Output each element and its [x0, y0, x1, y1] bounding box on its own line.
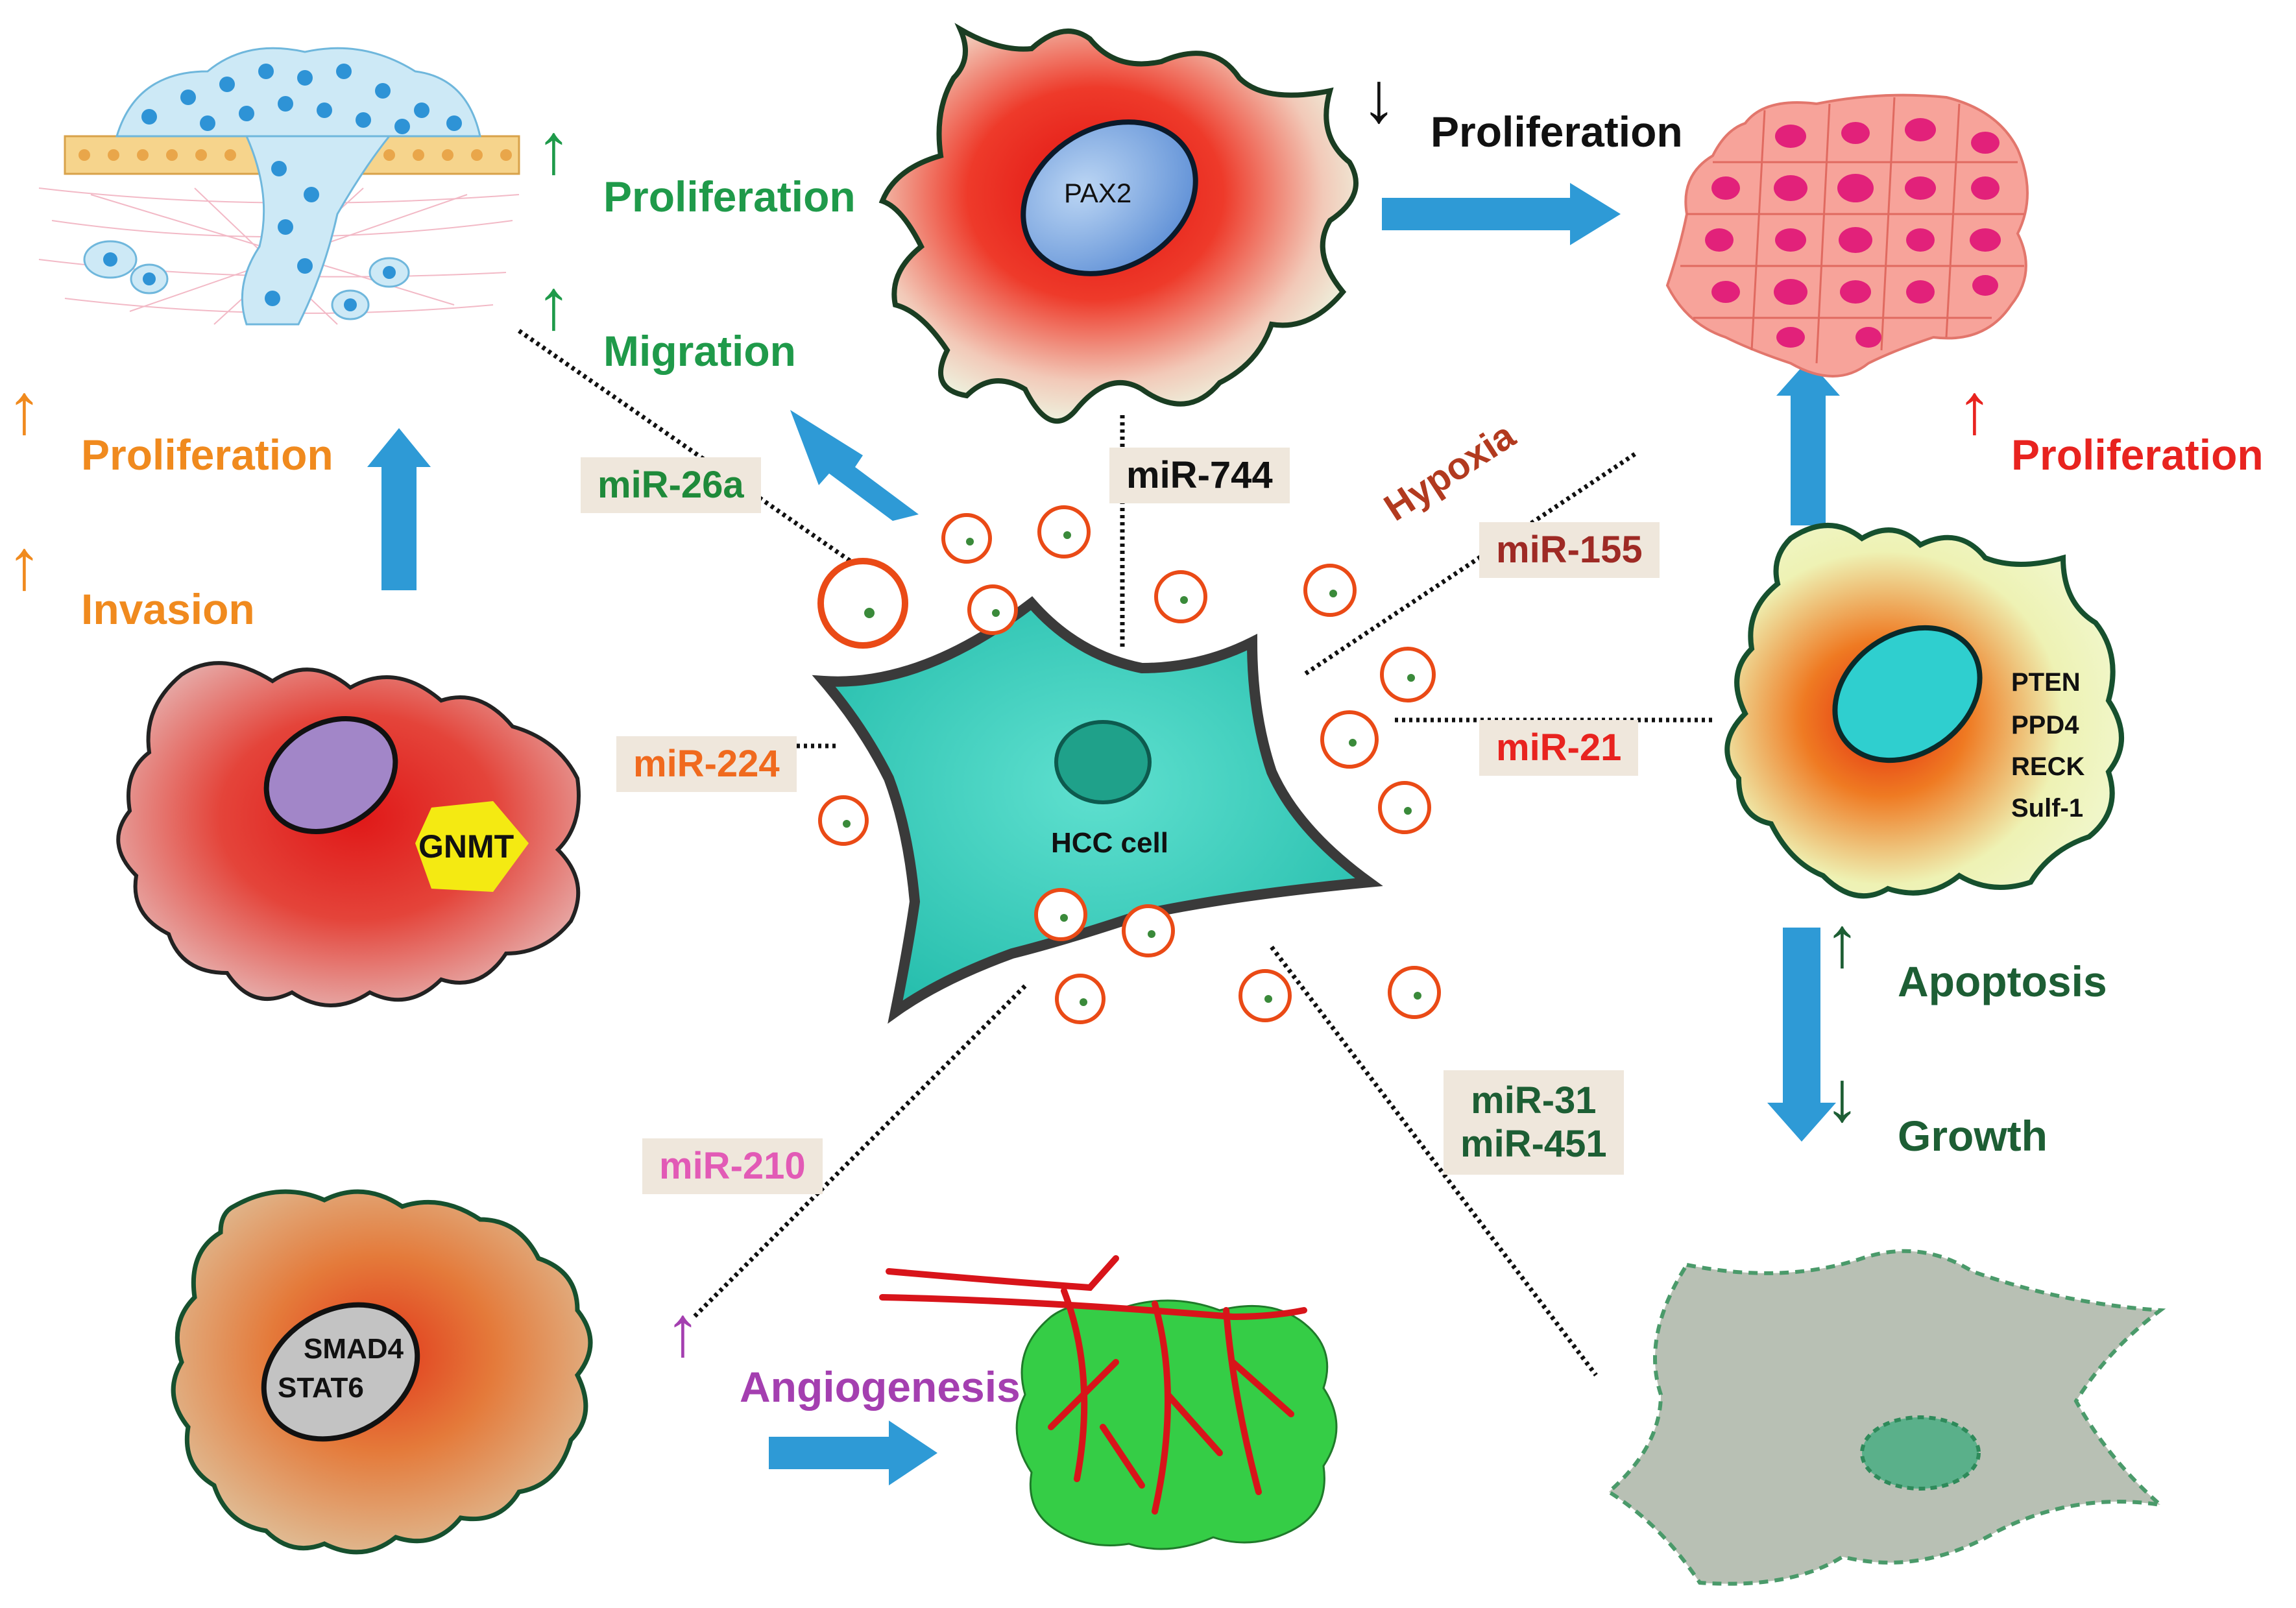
label-angiogenesis: Angiogenesis: [740, 1365, 1021, 1408]
arrow-to-migration: [790, 410, 919, 521]
apoptotic-cell-image: [1609, 1251, 2160, 1584]
proliferating-tissue-image: [1667, 95, 2027, 376]
up-arrow-icon: ↑: [536, 269, 572, 341]
label-stat6: STAT6: [278, 1374, 364, 1402]
down-arrow-icon: ↓: [1361, 62, 1397, 134]
up-arrow-icon: ↑: [6, 529, 42, 601]
mirna-31-451-badge: miR-31 miR-451: [1444, 1070, 1624, 1175]
label-proliferation-right: Proliferation: [2011, 433, 2264, 476]
smad4-stat6-cell: [173, 1192, 590, 1552]
mirna-155-badge: miR-155: [1479, 522, 1660, 578]
label-migration: Migration: [603, 330, 796, 372]
up-arrow-icon: ↑: [665, 1296, 701, 1367]
invasive-tissue-image: [39, 48, 519, 324]
label-smad4: SMAD4: [304, 1335, 404, 1363]
label-pten: PTEN: [2011, 669, 2081, 695]
label-ppd4: PPD4: [2011, 712, 2079, 738]
up-arrow-icon: ↑: [1824, 907, 1860, 978]
label-sulf1: Sulf-1: [2011, 795, 2083, 821]
up-arrow-icon: ↑: [1957, 374, 1992, 445]
arrow-to-prolif-top: [1382, 183, 1621, 245]
arrow-left-up: [367, 428, 431, 590]
label-proliferation-left: Proliferation: [81, 433, 333, 476]
up-arrow-icon: ↑: [536, 114, 572, 185]
mirna-451-label: miR-451: [1460, 1123, 1607, 1166]
arrow-to-angiogenesis: [769, 1421, 937, 1485]
label-gnmt: GNMT: [418, 830, 514, 863]
down-arrow-icon: ↓: [1824, 1061, 1860, 1133]
label-reck: RECK: [2011, 754, 2085, 780]
mirna-744-badge: miR-744: [1109, 448, 1290, 503]
mirna-21-badge: miR-21: [1479, 720, 1638, 776]
up-arrow-icon: ↑: [6, 374, 42, 445]
pax2-cell: [882, 29, 1356, 421]
label-hcc-cell: HCC cell: [1051, 829, 1168, 858]
arrow-right-up: [1776, 360, 1840, 525]
label-growth: Growth: [1898, 1114, 2048, 1157]
hcc-cell: [824, 603, 1369, 1012]
mirna-210-badge: miR-210: [642, 1138, 823, 1194]
mirna-26a-badge: miR-26a: [581, 457, 761, 513]
label-apoptosis: Apoptosis: [1898, 960, 2107, 1003]
label-proliferation-top: Proliferation: [1431, 110, 1683, 153]
label-proliferation-top-left: Proliferation: [603, 175, 856, 218]
mirna-224-badge: miR-224: [616, 736, 797, 792]
label-pax2: PAX2: [1064, 180, 1131, 207]
mirna-31-label: miR-31: [1460, 1079, 1607, 1123]
label-invasion: Invasion: [81, 588, 255, 630]
